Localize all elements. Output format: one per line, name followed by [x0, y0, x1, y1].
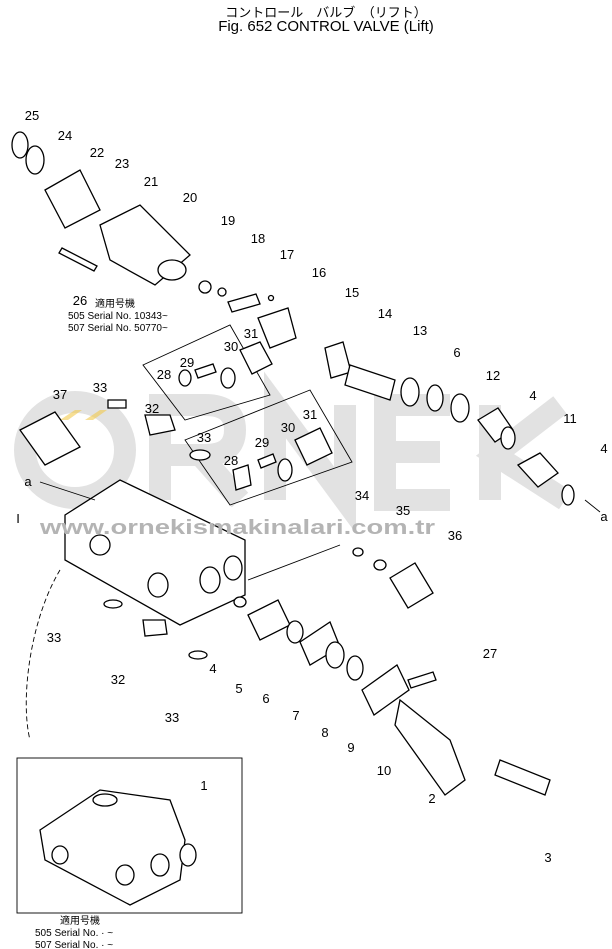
- callout: 23: [115, 156, 129, 171]
- callout: 30: [281, 420, 295, 435]
- callout: 29: [255, 435, 269, 450]
- callout: 27: [483, 646, 497, 661]
- callout: 28: [224, 453, 238, 468]
- callout: 18: [251, 231, 265, 246]
- watermark-accent: [60, 410, 82, 420]
- callout: 4: [529, 388, 536, 403]
- serial-heading: 適用号機: [95, 297, 135, 310]
- callout: 33: [165, 710, 179, 725]
- callout: 35: [396, 503, 410, 518]
- serial-line: 507 Serial No. · ~: [35, 940, 113, 949]
- inset-frame: [16, 757, 243, 914]
- upper-parts: [11, 131, 601, 796]
- callout: 5: [235, 681, 242, 696]
- callout: 9: [347, 740, 354, 755]
- callout: 37: [53, 387, 67, 402]
- callout: 15: [345, 285, 359, 300]
- watermark-url: www.ornekismakinalari.com.tr: [39, 517, 436, 539]
- serial-line: 505 Serial No. 10343~: [68, 311, 168, 322]
- figure-title: Fig. 652 CONTROL VALVE (Lift): [218, 18, 434, 35]
- callout-labels: 25 24 22 23 21 20 19 18 17 16 15 14 13 6…: [16, 108, 608, 865]
- callout: 32: [111, 672, 125, 687]
- callout: 24: [58, 128, 72, 143]
- serial-note-upper: 適用号機 505 Serial No. 10343~ 507 Serial No…: [68, 297, 168, 334]
- callout: 6: [453, 345, 460, 360]
- serial-note-lower: 適用号機 505 Serial No. · ~ 507 Serial No. ·…: [35, 914, 113, 949]
- callout: 14: [378, 306, 392, 321]
- title-japanese: コントロール バルブ （リフト）: [225, 5, 427, 20]
- callout: 26: [73, 293, 87, 308]
- callout: 10: [377, 763, 391, 778]
- callout: 3: [544, 850, 551, 865]
- callout: 31: [303, 407, 317, 422]
- callout: 36: [448, 528, 462, 543]
- callout: 21: [144, 174, 158, 189]
- callout: 7: [292, 708, 299, 723]
- serial-line: 505 Serial No. · ~: [35, 928, 113, 939]
- callout: 6: [262, 691, 269, 706]
- callout: 13: [413, 323, 427, 338]
- callout: 1: [200, 778, 207, 793]
- callout: 25: [25, 108, 39, 123]
- callout: 20: [183, 190, 197, 205]
- callout: 28: [157, 367, 171, 382]
- callout: 31: [244, 326, 258, 341]
- callout: 17: [280, 247, 294, 262]
- callout: 8: [321, 725, 328, 740]
- callout: 16: [312, 265, 326, 280]
- callout: 30: [224, 339, 238, 354]
- serial-heading: 適用号機: [60, 914, 100, 927]
- callout: 33: [93, 380, 107, 395]
- callout: 2: [428, 791, 435, 806]
- callout: a: [600, 509, 608, 524]
- callout: 19: [221, 213, 235, 228]
- callout: 33: [197, 430, 211, 445]
- callout: I: [16, 511, 20, 526]
- serial-line: 507 Serial No. 50770~: [68, 323, 168, 334]
- callout: a: [24, 474, 32, 489]
- callout: 22: [90, 145, 104, 160]
- callout: 4: [600, 441, 607, 456]
- callout: 11: [563, 411, 577, 426]
- callout: 29: [180, 355, 194, 370]
- callout: 32: [145, 401, 159, 416]
- callout: 33: [47, 630, 61, 645]
- callout: 12: [486, 368, 500, 383]
- watermark-accent: [85, 410, 107, 420]
- callout: 34: [355, 488, 369, 503]
- callout: 4: [209, 661, 216, 676]
